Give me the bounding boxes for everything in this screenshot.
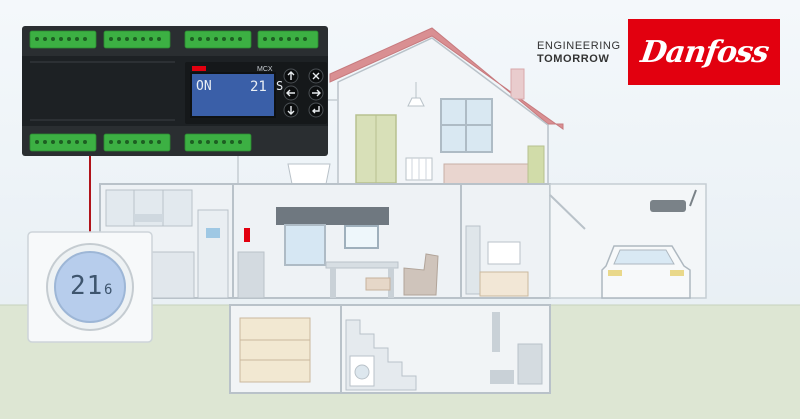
key-enter bbox=[308, 102, 324, 118]
lcd-status-text: ON bbox=[196, 79, 212, 94]
arrow-right-icon bbox=[312, 89, 321, 97]
danfoss-logo[interactable]: Danfoss bbox=[628, 19, 780, 85]
shelf bbox=[239, 317, 311, 383]
lcd-unit-text: S bbox=[276, 79, 284, 93]
lcd-display bbox=[190, 72, 276, 118]
controller-model-label: MCX bbox=[257, 66, 273, 73]
security-camera bbox=[650, 200, 686, 212]
logo-wordmark: Danfoss bbox=[638, 34, 770, 70]
lcd-value-text: 21 bbox=[250, 79, 267, 95]
brand-tagline: ENGINEERING TOMORROW bbox=[537, 40, 621, 66]
tagline-line-2: TOMORROW bbox=[537, 53, 610, 65]
thermostat-display bbox=[54, 251, 126, 323]
bottom-terminals bbox=[29, 133, 252, 152]
room-thermostat bbox=[27, 231, 153, 343]
fridge bbox=[197, 209, 229, 299]
arrow-left-icon bbox=[286, 89, 295, 97]
tagline-line-1: ENGINEERING bbox=[537, 40, 621, 52]
mcx-controller bbox=[22, 26, 328, 156]
arrow-down-icon bbox=[287, 106, 295, 115]
thermostat-temperature: 21 bbox=[70, 271, 104, 301]
arrow-up-icon bbox=[287, 71, 295, 80]
house-roof bbox=[329, 27, 564, 130]
window-blind bbox=[276, 207, 389, 225]
controller-logo bbox=[192, 66, 206, 71]
enter-icon bbox=[312, 106, 320, 114]
close-icon bbox=[312, 72, 320, 80]
boiler bbox=[517, 343, 543, 385]
radiator bbox=[487, 241, 521, 265]
tv-screen bbox=[344, 225, 379, 249]
thermostat-decimal: 6 bbox=[104, 282, 113, 298]
armchair bbox=[403, 253, 439, 296]
kitchen-controller bbox=[244, 228, 250, 242]
